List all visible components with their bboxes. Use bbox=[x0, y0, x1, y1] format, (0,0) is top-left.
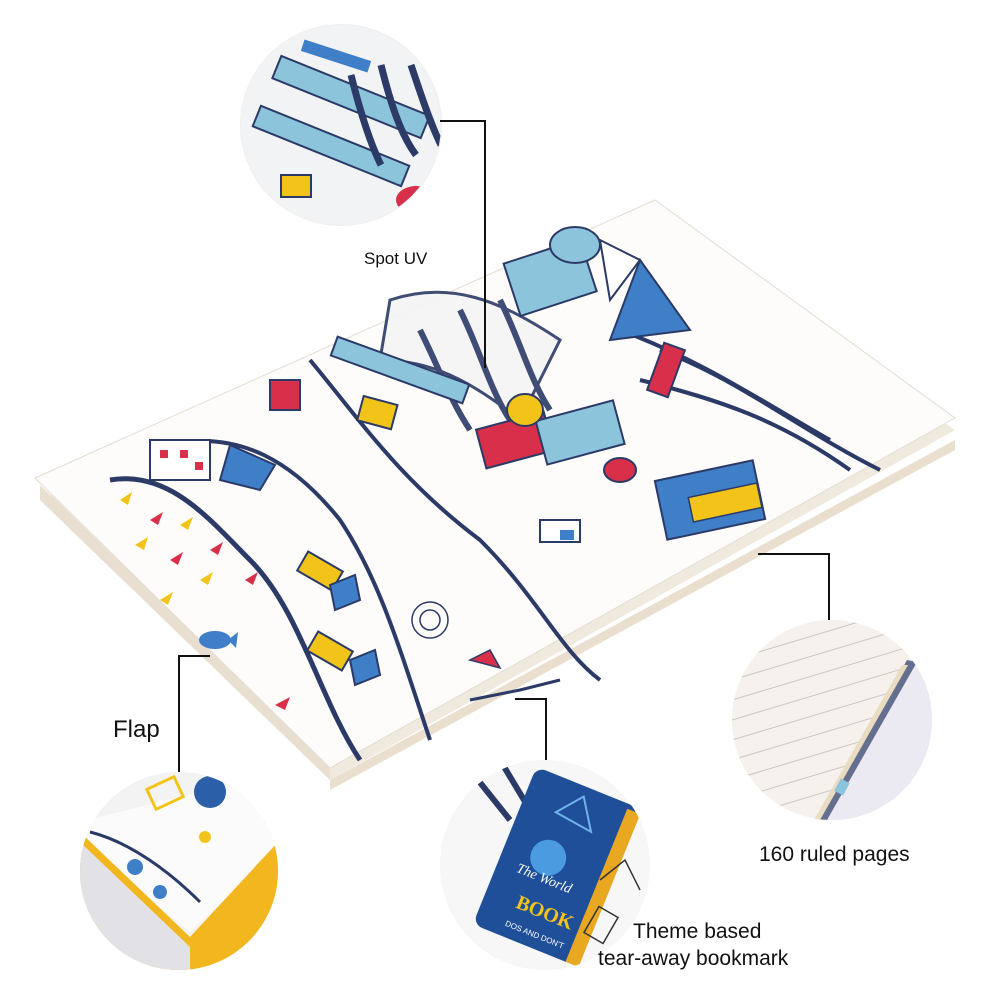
ruled-pages-leader-line-h bbox=[758, 553, 830, 555]
flap-detail-image bbox=[80, 772, 278, 970]
spot-uv-leader-line-h bbox=[440, 120, 485, 122]
spot-uv-detail-circle bbox=[240, 24, 442, 226]
flap-detail-circle bbox=[80, 772, 278, 970]
spot-uv-detail-image bbox=[241, 25, 441, 225]
spot-uv-leader-line-v bbox=[484, 120, 486, 368]
flap-label: Flap bbox=[113, 716, 160, 743]
bookmark-label-line2: tear-away bookmark bbox=[598, 947, 789, 970]
bookmark-label-line1: Theme based bbox=[633, 920, 762, 943]
ruled-pages-detail-image bbox=[732, 620, 932, 820]
bookmark-detail-image: The World BOOK DOS AND DON'T bbox=[440, 760, 650, 970]
ruled-pages-label: 160 ruled pages bbox=[759, 843, 910, 866]
flap-leader-line-h bbox=[178, 655, 210, 657]
spot-uv-label: Spot UV bbox=[364, 249, 428, 268]
bookmark-leader-line-h bbox=[515, 698, 547, 700]
bookmark-detail-circle: The World BOOK DOS AND DON'T bbox=[440, 760, 650, 970]
ruled-pages-detail-circle bbox=[732, 620, 932, 820]
flap-leader-line-v bbox=[178, 655, 180, 810]
